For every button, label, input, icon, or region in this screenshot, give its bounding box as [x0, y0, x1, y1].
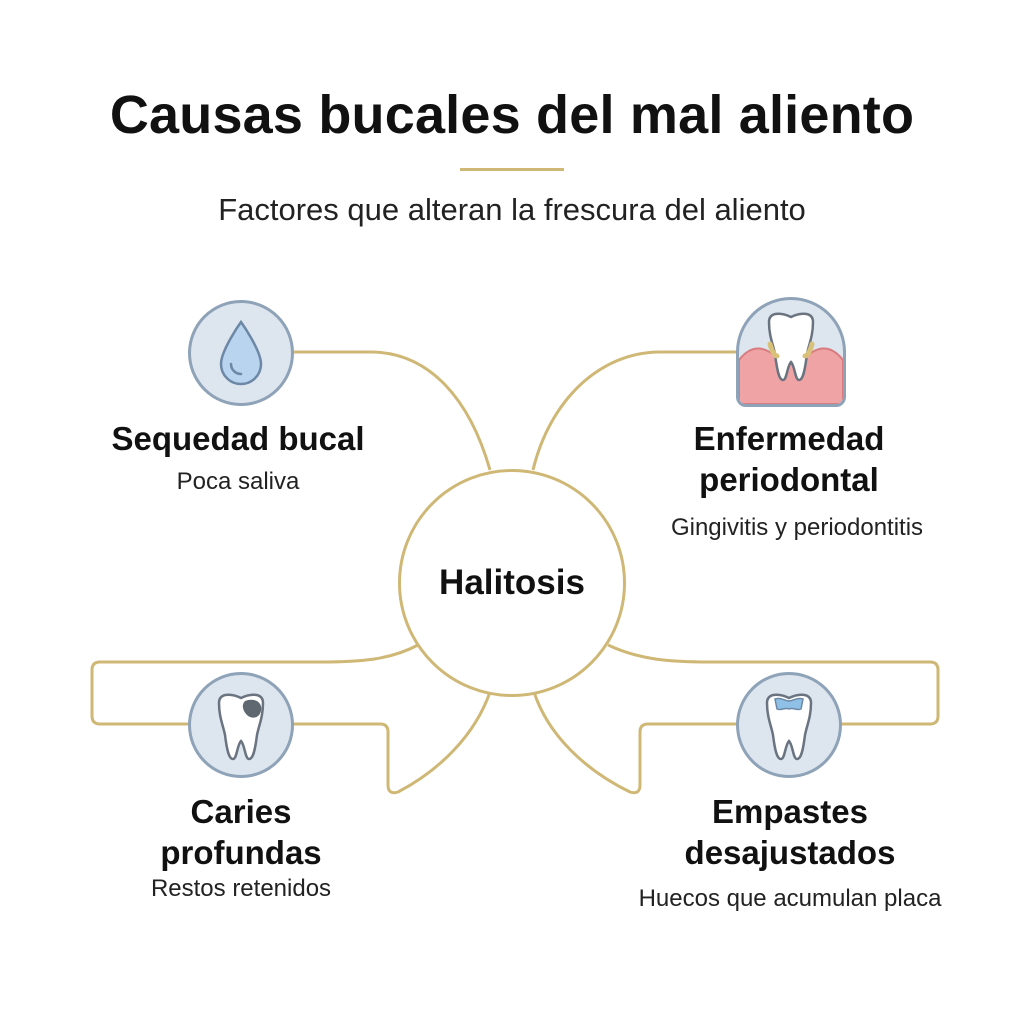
- connector-sequedad: [294, 350, 492, 471]
- hub-node: Halitosis: [398, 469, 626, 697]
- title-divider: [460, 168, 564, 171]
- water-drop-icon: [188, 300, 294, 406]
- cause-title-periodontal-line2: periodontal: [699, 461, 879, 498]
- cause-title-sequedad: Sequedad bucal: [111, 420, 365, 457]
- cause-desc-periodontal: Gingivitis y periodontitis: [670, 514, 924, 541]
- cause-desc-caries: Restos retenidos: [150, 875, 332, 902]
- cause-title-empastes: Empastes desajustados: [630, 791, 950, 873]
- connector-empastes: [532, 643, 940, 795]
- hub-label: Halitosis: [439, 563, 585, 602]
- connector-periodontal: [531, 350, 738, 471]
- cause-title-caries-line1: Caries: [190, 793, 292, 830]
- decayed-tooth-icon: [188, 672, 294, 778]
- cause-desc-empastes: Huecos que acumulan placa: [638, 885, 942, 912]
- filled-tooth-icon: [736, 672, 842, 778]
- cause-title-caries: Caries profundas: [91, 791, 391, 873]
- cause-title-periodontal: Enfermedad periodontal: [644, 418, 934, 500]
- page-title: Causas bucales del mal aliento: [109, 85, 915, 145]
- cause-desc-sequedad: Poca saliva: [176, 468, 300, 495]
- inflamed-gum-tooth-icon: [736, 297, 846, 407]
- cause-title-caries-line2: profundas: [160, 834, 322, 871]
- cause-title-empastes-line1: Empastes: [712, 793, 868, 830]
- page-subtitle: Factores que alteran la frescura del ali…: [218, 192, 806, 227]
- cause-title-empastes-line2: desajustados: [684, 834, 896, 871]
- cause-title-periodontal-line1: Enfermedad: [693, 420, 885, 457]
